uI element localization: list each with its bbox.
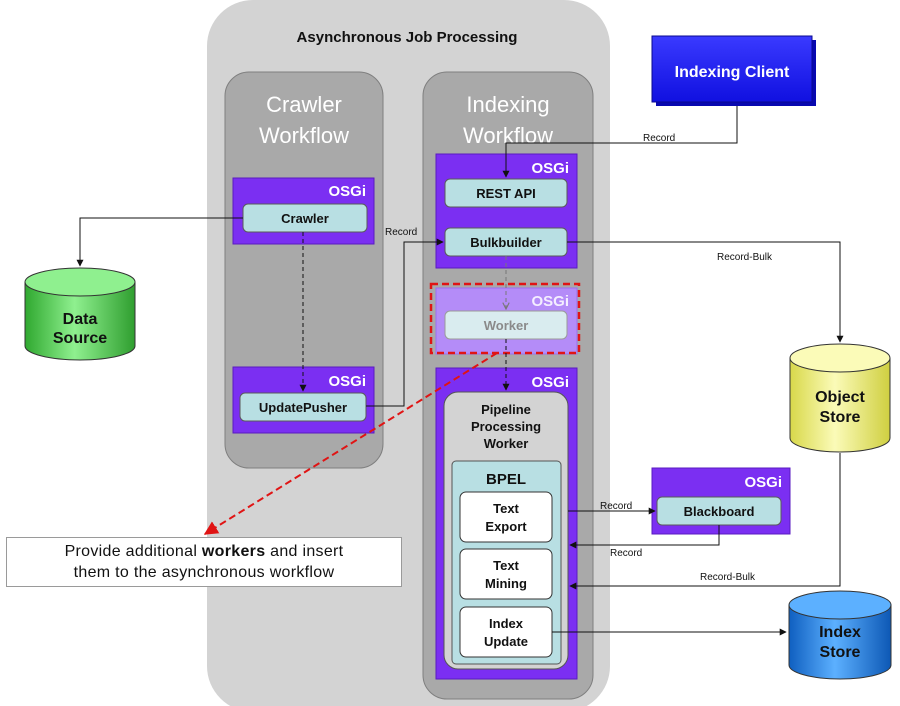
- indexing-client-box: [651, 35, 813, 103]
- object-store-label-2: Store: [820, 409, 861, 426]
- object-store-cylinder: Object Store: [789, 343, 891, 453]
- blackboard-to-pipeline-edge: [569, 525, 720, 549]
- async-title: Asynchronous Job Processing: [297, 29, 518, 46]
- bulkbuilder-to-objectstore-edge: [567, 241, 844, 343]
- client-to-restapi-edge: [502, 106, 738, 178]
- rest-api-component: [444, 178, 568, 208]
- callout-box: Provide additional workers and insert th…: [6, 537, 402, 587]
- osgi-label: OSGi: [744, 474, 782, 491]
- crawler-to-datasource-edge: [76, 217, 243, 267]
- data-source-label-1: Data: [63, 311, 98, 328]
- callout-text-post: and insert: [265, 543, 344, 560]
- pusher-record-label: Record: [385, 227, 417, 238]
- index-update-label-1: Index: [489, 616, 524, 631]
- worker-label: Worker: [484, 318, 529, 333]
- text-mining-label-2: Mining: [485, 576, 527, 591]
- index-store-label-2: Store: [820, 644, 861, 661]
- blackboard-label: Blackboard: [684, 504, 755, 519]
- text-mining-label-1: Text: [493, 558, 519, 573]
- record-bulk-bottom-label: Record-Bulk: [700, 572, 756, 583]
- crawler-workflow-title-1: Crawler: [266, 92, 342, 117]
- text-export-label-2: Export: [485, 519, 527, 534]
- index-update-label-2: Update: [484, 634, 528, 649]
- callout-line-1: Provide additional workers and insert: [7, 541, 401, 562]
- updatepusher-label: UpdatePusher: [259, 400, 347, 415]
- osgi-label: OSGi: [531, 374, 569, 391]
- callout-text-bold: workers: [201, 543, 266, 560]
- index-store-cylinder: Index Store: [788, 590, 892, 680]
- osgi-label: OSGi: [328, 183, 366, 200]
- bb-record-out-label: Record: [600, 501, 632, 512]
- bpel-label: BPEL: [486, 471, 526, 488]
- crawler-label: Crawler: [281, 211, 329, 226]
- bulkbuilder-label: Bulkbuilder: [470, 235, 542, 250]
- callout-line-2: them to the asynchronous workflow: [73, 564, 335, 581]
- index-update-pipelet: [459, 606, 553, 658]
- bb-record-in-label: Record: [610, 548, 642, 559]
- object-store-label-1: Object: [815, 389, 865, 406]
- text-export-label-1: Text: [493, 501, 519, 516]
- osgi-label: OSGi: [531, 293, 569, 310]
- pipeline-worker-title-2: Processing: [471, 419, 541, 434]
- worker-highlight-frame: [429, 282, 581, 355]
- client-record-label: Record: [643, 133, 675, 144]
- data-source-label-2: Source: [53, 330, 107, 347]
- indexing-workflow-title-2: Workflow: [463, 123, 553, 148]
- pipeline-worker-title-1: Pipeline: [481, 402, 531, 417]
- objectstore-to-pipeline-edge: [569, 453, 841, 590]
- record-bulk-top-label: Record-Bulk: [717, 252, 773, 263]
- updatepusher-component: [239, 392, 367, 422]
- text-mining-pipelet: [459, 548, 553, 600]
- indexing-workflow-title-1: Indexing: [466, 92, 549, 117]
- index-store-label-1: Index: [819, 624, 861, 641]
- osgi-label: OSGi: [328, 373, 366, 390]
- pipeline-worker-title-3: Worker: [484, 436, 529, 451]
- osgi-label: OSGi: [531, 160, 569, 177]
- indexing-client-label: Indexing Client: [675, 64, 790, 81]
- worker-to-callout-arrow: [203, 352, 498, 535]
- text-export-pipelet: [459, 491, 553, 543]
- callout-text-pre: Provide additional: [64, 543, 202, 560]
- updatepusher-to-bulkbuilder-edge: [366, 238, 444, 407]
- crawler-workflow-title-2: Workflow: [259, 123, 349, 148]
- rest-api-label: REST API: [476, 186, 535, 201]
- data-source-cylinder: Data Source: [24, 267, 136, 361]
